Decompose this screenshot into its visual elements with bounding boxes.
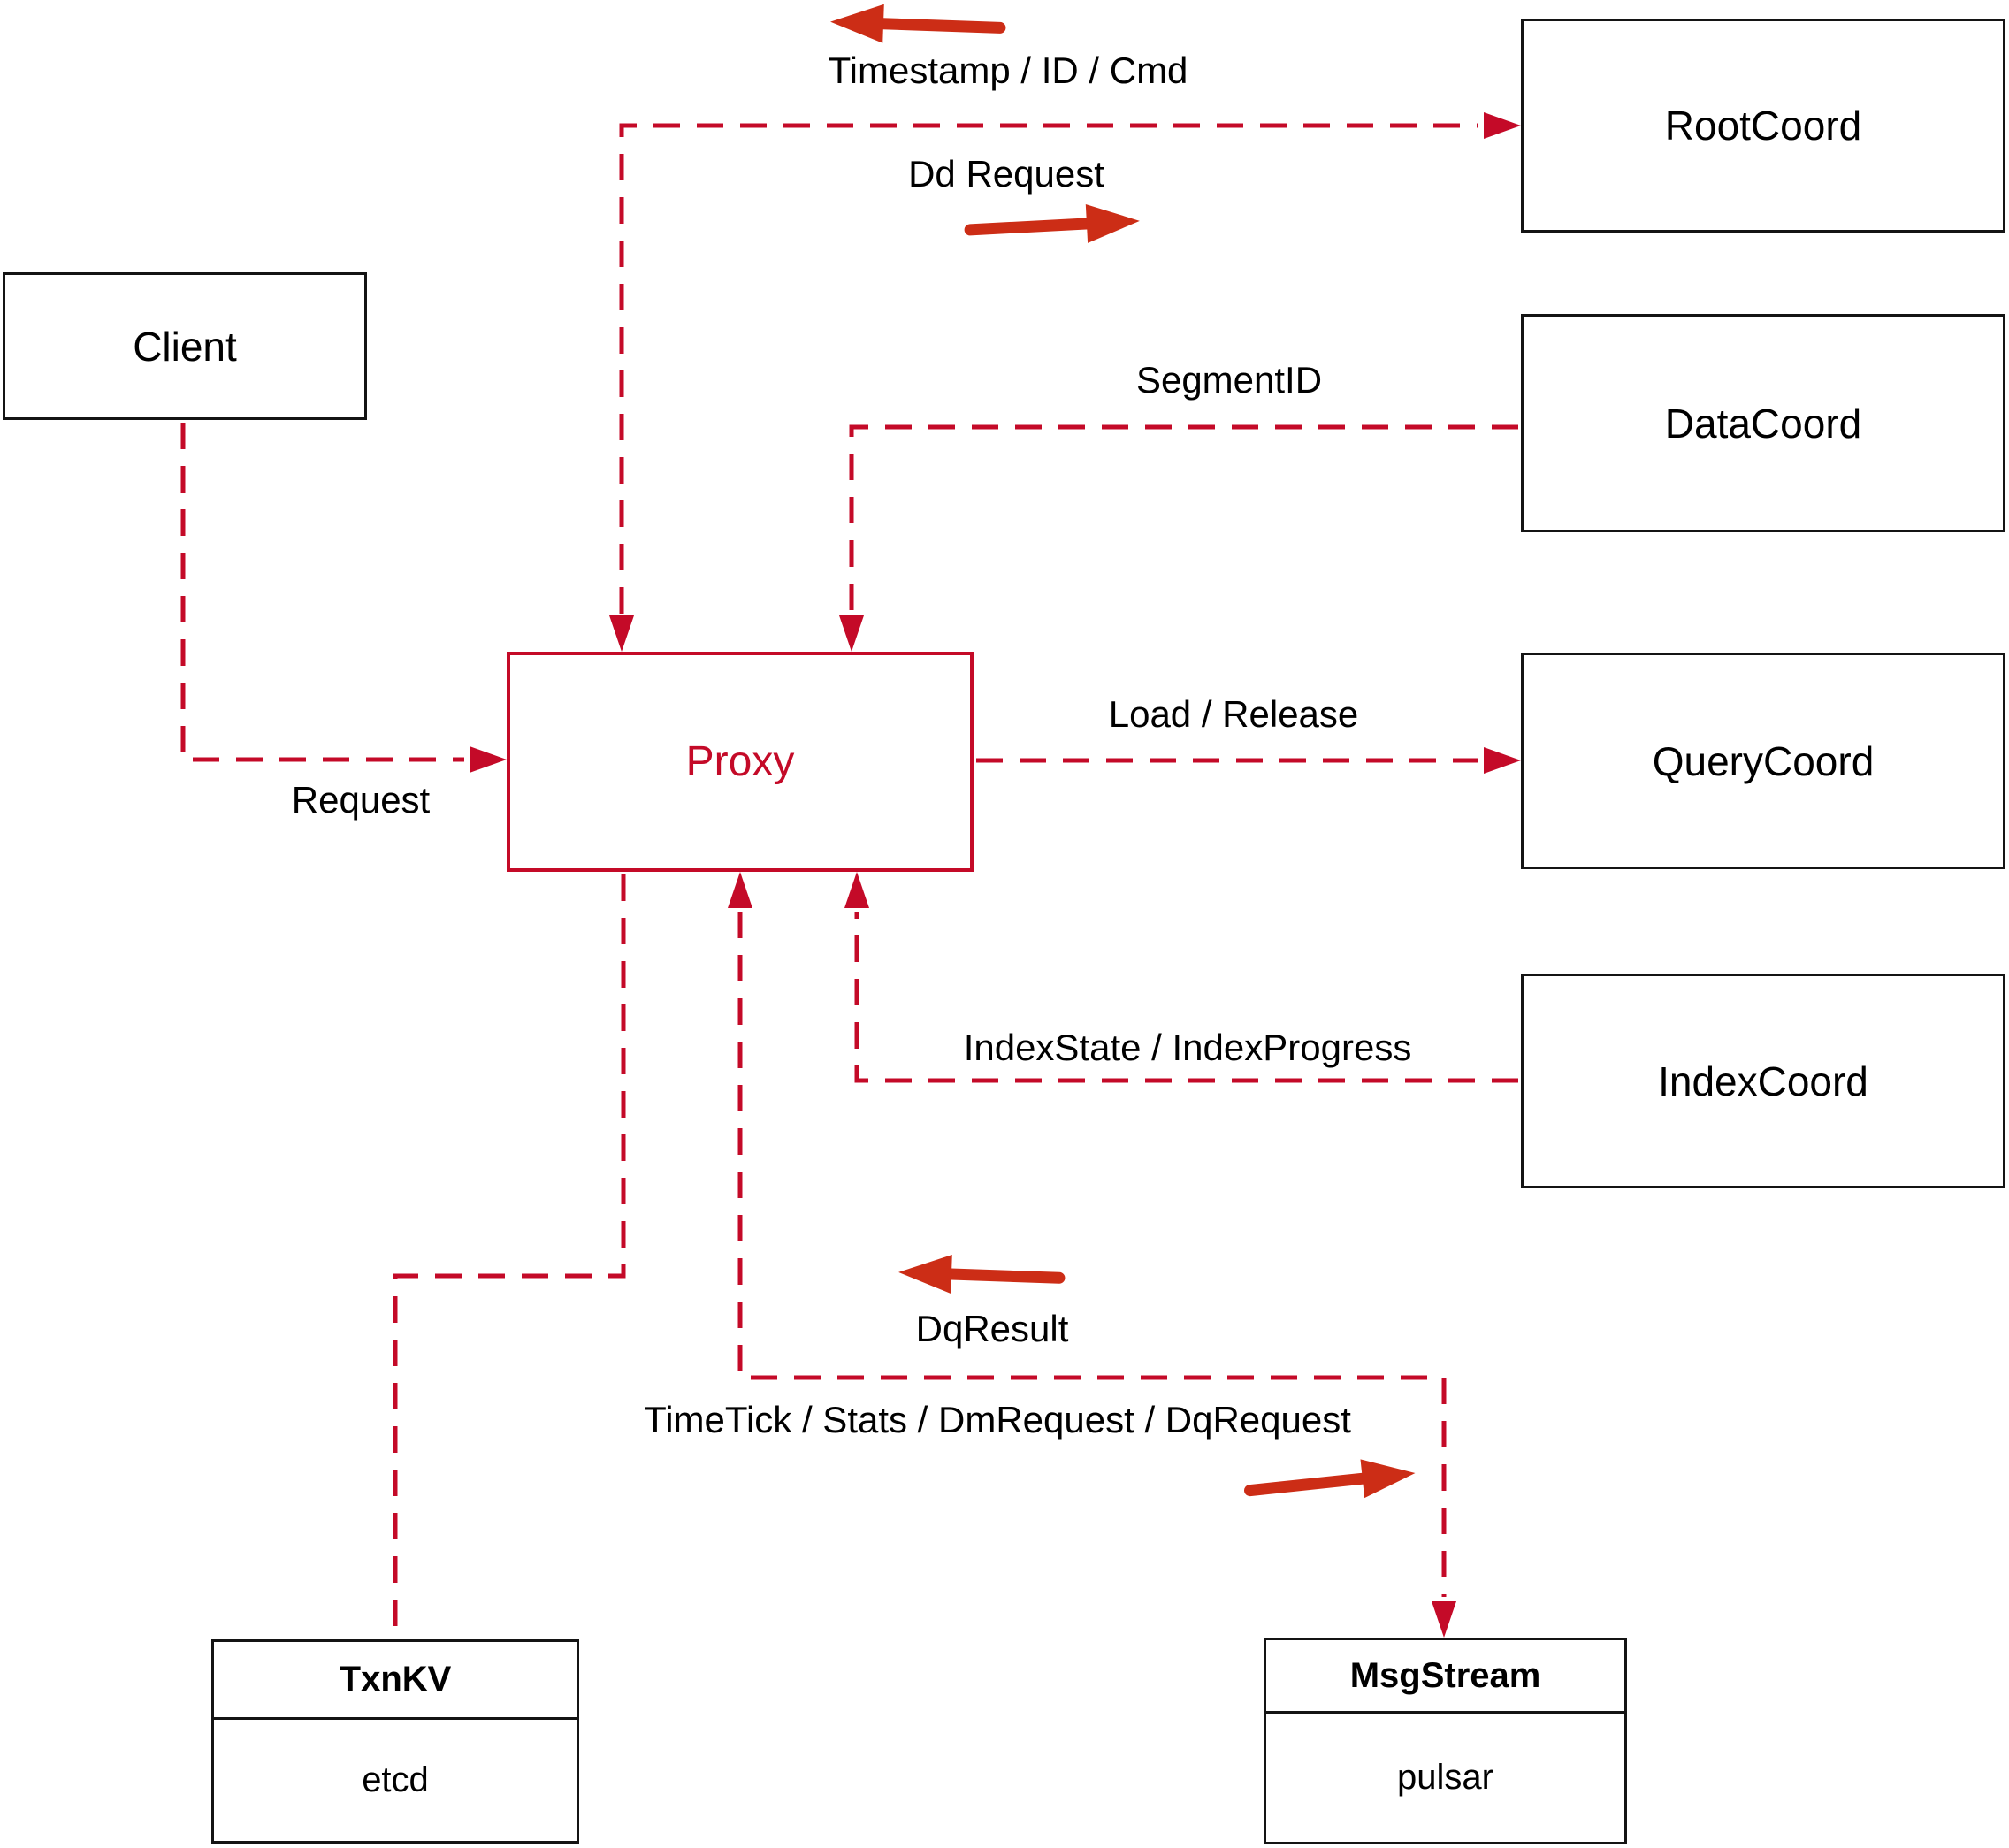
label-dq-result: DqResult (915, 1308, 1069, 1349)
txnkv-title: TxnKV (214, 1642, 577, 1720)
querycoord-node: QueryCoord (1521, 653, 2005, 869)
edge-datacoord-proxy (849, 424, 1518, 619)
txnkv-node: TxnKV etcd (211, 1639, 579, 1844)
arrowhead-into-proxy-left-icon (470, 746, 507, 773)
indexcoord-node: IndexCoord (1521, 974, 2005, 1188)
edge-indexcoord-proxy (854, 912, 1518, 1083)
client-node: Client (3, 272, 367, 420)
direction-arrow-timetick-icon (1244, 1459, 1416, 1499)
indexcoord-label: IndexCoord (1658, 1058, 1868, 1104)
direction-arrow-dq-result-icon (898, 1255, 1066, 1294)
msgstream-impl: pulsar (1397, 1758, 1493, 1797)
arrowhead-into-proxy-top-left-icon (609, 615, 634, 652)
label-segment-id: SegmentID (1135, 359, 1323, 401)
arrowhead-into-proxy-bottom-mid-icon (728, 872, 752, 908)
client-label: Client (133, 323, 237, 370)
direction-arrow-left-top-icon (830, 4, 1006, 43)
edge-proxy-msgstream (737, 912, 1447, 1597)
rootcoord-node: RootCoord (1521, 19, 2005, 233)
edge-proxy-txnkv (393, 874, 626, 1637)
arrowhead-into-rootcoord-icon (1484, 112, 1521, 139)
label-load-release: Load / Release (1108, 693, 1359, 735)
msgstream-title: MsgStream (1266, 1640, 1624, 1714)
edge-proxy-rootcoord (619, 123, 1478, 614)
datacoord-label: DataCoord (1664, 400, 1862, 447)
label-timestamp-id-cmd: Timestamp / ID / Cmd (828, 50, 1188, 91)
proxy-node: Proxy (507, 652, 974, 872)
edge-client-proxy (180, 423, 464, 762)
rootcoord-label: RootCoord (1664, 103, 1862, 149)
label-request: Request (291, 779, 431, 821)
label-dd-request: Dd Request (908, 153, 1104, 195)
arrowhead-into-proxy-bottom-right-icon (844, 872, 869, 908)
proxy-label: Proxy (685, 738, 795, 785)
label-index-state: IndexState / IndexProgress (963, 1027, 1412, 1068)
arrowhead-into-querycoord-icon (1484, 747, 1521, 774)
msgstream-node: MsgStream pulsar (1264, 1638, 1627, 1844)
direction-arrow-dd-request-icon (964, 203, 1140, 243)
label-timetick: TimeTick / Stats / DmRequest / DqRequest (644, 1399, 1351, 1440)
arrowhead-into-proxy-top-right-icon (839, 615, 864, 652)
arrowhead-into-msgstream-icon (1432, 1601, 1456, 1638)
txnkv-impl: etcd (362, 1760, 429, 1799)
querycoord-label: QueryCoord (1652, 737, 1875, 784)
datacoord-node: DataCoord (1521, 314, 2005, 532)
